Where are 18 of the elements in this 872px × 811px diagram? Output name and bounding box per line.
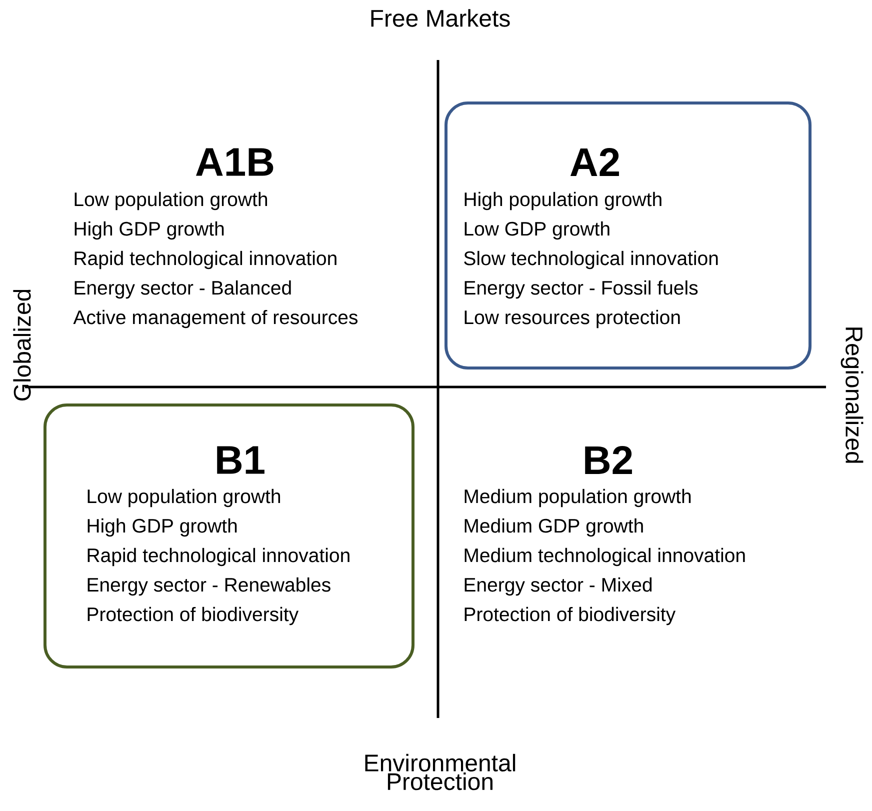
scenario-item: Medium GDP growth [464,518,643,537]
scenario-item: Low population growth [74,192,268,210]
scenario-item: Energy sector - Mixed [464,577,652,596]
scenario-item: High GDP growth [74,221,224,240]
scenario-item: Rapid technological innovation [74,250,336,270]
scenario-item: Energy sector - Balanced [74,280,291,299]
axis-label: Regionalized [840,328,864,463]
scenario-item: Medium population growth [464,488,691,508]
scenario-heading: B2 [585,446,632,474]
axis-label: Environmental Protection [365,754,516,790]
scenario-item: Protection of biodiversity [464,606,676,626]
axis-label: Globalized [13,290,31,400]
scenario-item: Medium technological innovation [464,548,745,566]
scenario-item: Active management of resources [73,310,358,328]
scenario-box: A2 High population growth Low GDP growth Slow technological innovation Energy sector - Fossil fuels Low resources protection [444,102,812,370]
scenario-heading: A1B [196,148,274,176]
axis-label: Free Markets [371,9,510,27]
scenario-box: B1 Low population growth High GDP growth Rapid technological innovation Energy sector - Renewables Protection of biodiversity [44,404,414,668]
